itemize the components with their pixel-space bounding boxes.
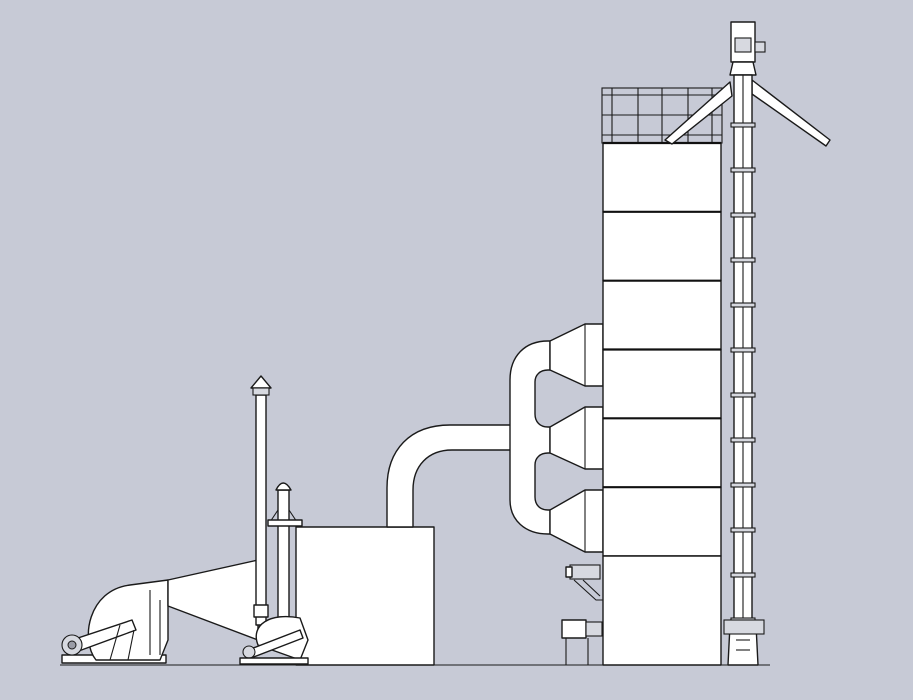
elevator-head-motor xyxy=(754,41,766,53)
dryer-tower xyxy=(601,87,723,666)
elevator-rung xyxy=(730,302,756,308)
elevator-rung xyxy=(730,392,756,398)
furnace-box xyxy=(295,526,435,666)
elevator-discharge-chute-left xyxy=(664,81,733,145)
elevator-rung xyxy=(730,527,756,533)
elevator-rung xyxy=(730,572,756,578)
elevator-rung xyxy=(730,482,756,488)
tall-chimney-cap xyxy=(250,375,272,389)
elevator-rung xyxy=(730,437,756,443)
main-hot-air-duct xyxy=(386,424,513,528)
main-duct-elbow xyxy=(386,424,513,528)
short-stack xyxy=(267,482,303,621)
tower-section-4 xyxy=(602,348,722,420)
tower-section-1 xyxy=(602,142,722,213)
discharge-motor-upper xyxy=(569,564,601,580)
left-blower-diffuser xyxy=(167,559,259,641)
discharge-motors xyxy=(561,564,603,665)
left-blower-housing xyxy=(87,579,169,661)
tower-base xyxy=(602,555,722,666)
tall-chimney-pipe xyxy=(255,394,267,626)
elevator-discharge-chute-right xyxy=(751,79,831,147)
elevator-rung xyxy=(730,122,756,128)
tower-section-5 xyxy=(602,417,722,488)
elevator-rung xyxy=(730,257,756,263)
left-blower xyxy=(61,559,259,664)
short-stack-pipe xyxy=(277,489,290,621)
hot-air-hood-3 xyxy=(549,489,604,553)
hot-air-hood-2 xyxy=(549,406,604,470)
center-blower-motor xyxy=(242,645,256,659)
elevator-rung xyxy=(730,347,756,353)
tower-section-6 xyxy=(602,486,722,557)
elevator-rungs xyxy=(730,122,756,623)
tower-section-2 xyxy=(602,211,722,282)
manifold-body xyxy=(509,340,551,535)
tower-section-3 xyxy=(602,279,722,351)
short-stack-cap xyxy=(275,482,292,491)
discharge-motor-lower xyxy=(561,619,587,639)
center-blower xyxy=(239,615,309,665)
elevator-rung xyxy=(730,212,756,218)
duct-manifold xyxy=(509,323,604,553)
bucket-elevator xyxy=(664,21,831,666)
elevator-rung xyxy=(730,167,756,173)
tower-sections xyxy=(602,141,722,557)
hot-air-hood-1 xyxy=(549,323,604,387)
